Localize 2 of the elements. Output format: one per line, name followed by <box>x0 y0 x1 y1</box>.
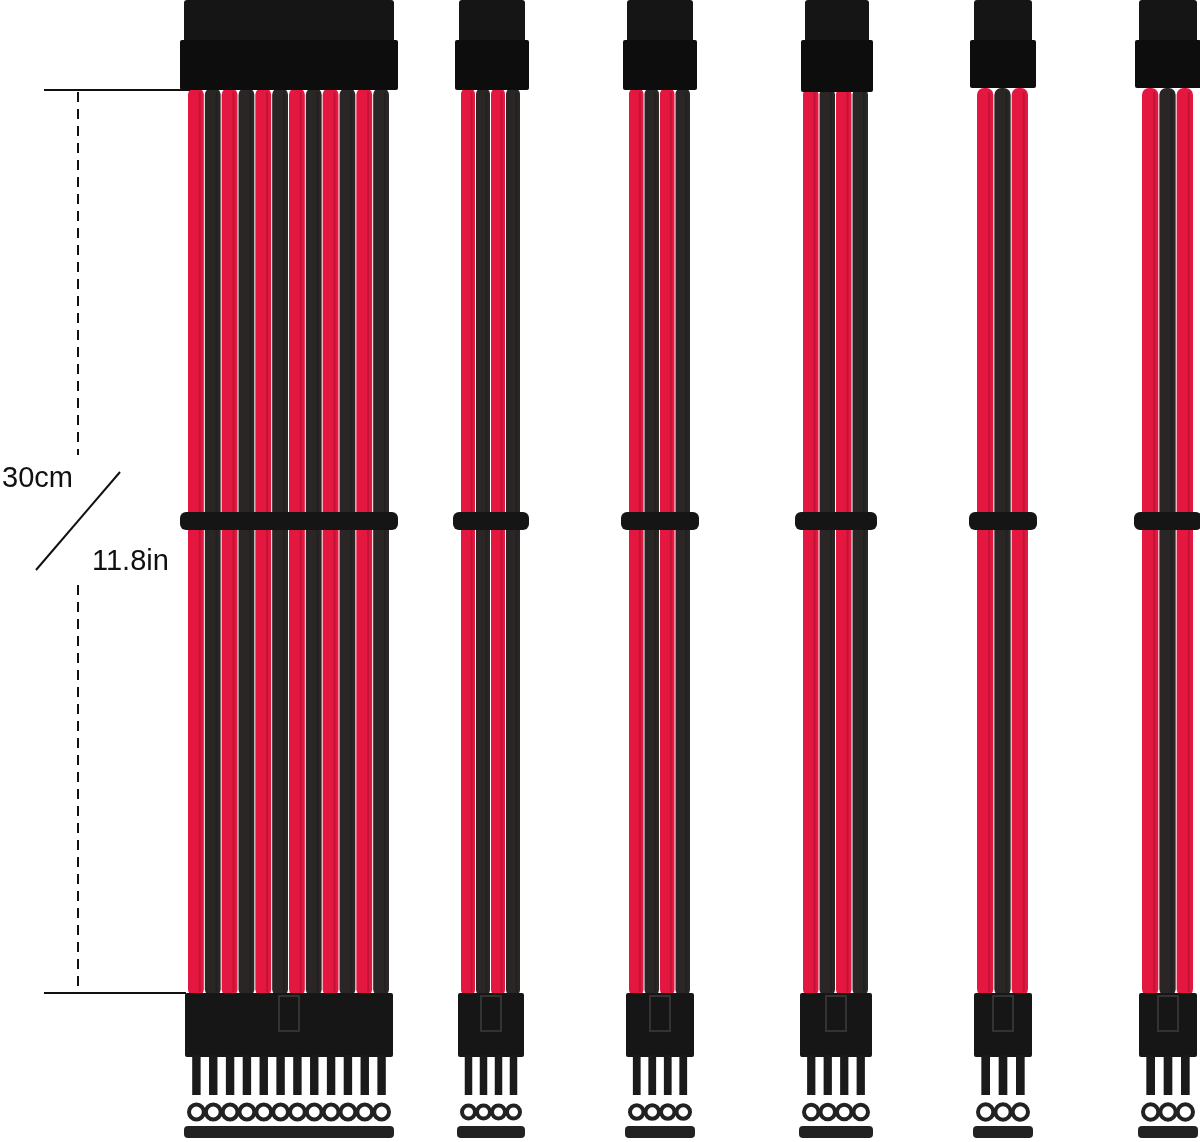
dimension-label: 11.8in <box>92 546 169 575</box>
dimension-label: 30cm <box>2 463 73 492</box>
